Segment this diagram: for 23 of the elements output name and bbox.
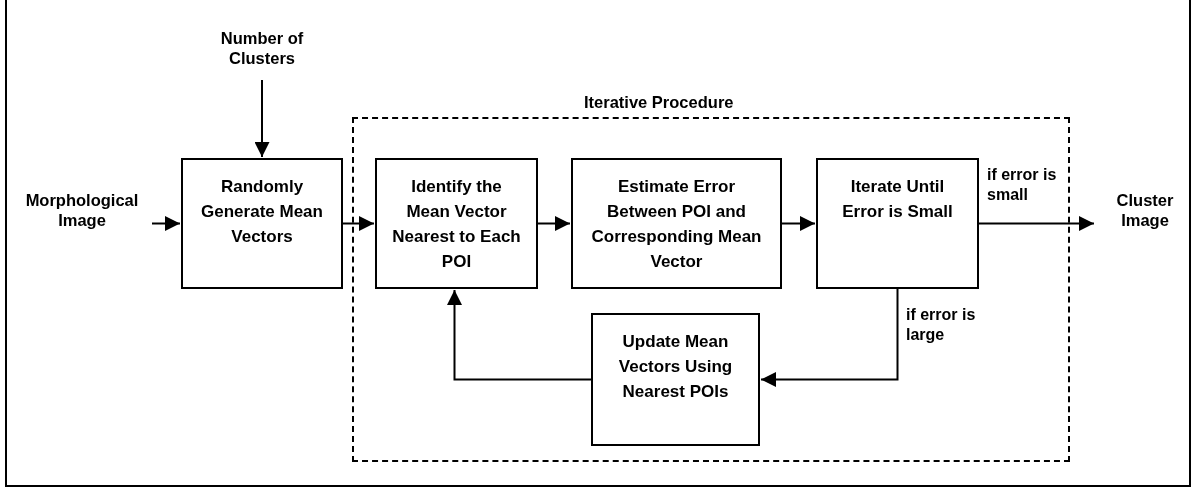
process-box	[375, 158, 538, 289]
io-label: Cluster Image	[1100, 190, 1190, 236]
arrow	[447, 289, 592, 381]
arrow	[254, 79, 270, 158]
process-text: Update Mean Vectors Using Nearest POIs	[617, 331, 734, 403]
process-text: Iterate Until Error is Small	[841, 176, 954, 223]
arrow	[760, 288, 899, 387]
io-label: Morphological Image	[14, 190, 150, 236]
io-label: Number of Clusters	[200, 28, 324, 74]
process-box	[571, 158, 782, 289]
process-text: Estimate Error Between POI and Corresponding Mean Vector	[590, 176, 763, 273]
process-box	[591, 313, 760, 446]
process-text: Randomly Generate Mean Vectors	[200, 176, 324, 248]
process-box	[181, 158, 343, 289]
process-box	[816, 158, 979, 289]
process-text: Identify the Mean Vector Nearest to Each POI	[391, 176, 522, 273]
group-heading: Iterative Procedure	[584, 92, 734, 112]
arrow	[151, 216, 181, 231]
arrow	[978, 216, 1095, 231]
edge-label: if error is large	[905, 305, 977, 345]
arrow	[781, 216, 816, 231]
arrow	[537, 216, 571, 231]
arrow	[342, 216, 375, 231]
